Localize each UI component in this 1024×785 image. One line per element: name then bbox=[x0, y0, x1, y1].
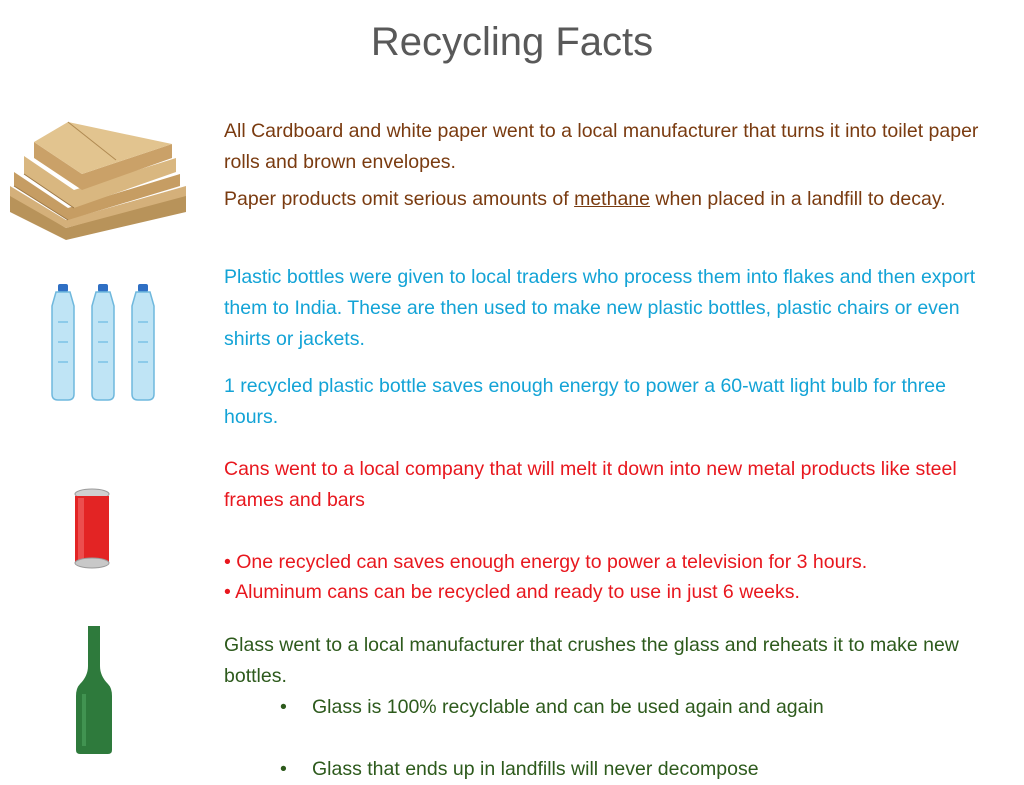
plastic-paragraph: Plastic bottles were given to local trad… bbox=[224, 266, 976, 350]
methane-link[interactable]: methane bbox=[574, 188, 650, 210]
plastic-energy-paragraph: 1 recycled plastic bottle saves enough e… bbox=[224, 375, 946, 428]
glass-bottle-image bbox=[76, 626, 112, 754]
bullet-dot: • bbox=[280, 696, 287, 718]
glass-bullet-text: Glass is 100% recyclable and can be used… bbox=[312, 696, 824, 718]
glass-bullet-1: • Glass is 100% recyclable and can be us… bbox=[224, 692, 1012, 723]
glass-paragraph: Glass went to a local manufacturer that … bbox=[224, 634, 959, 687]
slide-title: Recycling Facts bbox=[370, 20, 654, 64]
cardboard-paragraph: All Cardboard and white paper went to a … bbox=[224, 120, 979, 173]
glass-bullet-text: Glass that ends up in landfills will nev… bbox=[312, 758, 759, 780]
bullet-dot: • bbox=[280, 758, 287, 780]
plastic-bottles-image bbox=[51, 284, 155, 401]
methane-text-pre: Paper products omit serious amounts of bbox=[224, 188, 575, 210]
cans-paragraph: Cans went to a local company that will m… bbox=[224, 458, 957, 511]
methane-paragraph: Paper products omit serious amounts of m… bbox=[224, 184, 984, 215]
soda-can-image bbox=[74, 488, 110, 569]
cans-bullet-2: • Aluminum cans can be recycled and read… bbox=[224, 581, 800, 603]
methane-text-post: when placed in a landfill to decay. bbox=[649, 188, 946, 210]
cans-bullet-1: • One recycled can saves enough energy t… bbox=[224, 551, 868, 573]
cardboard-stack-image bbox=[10, 121, 186, 240]
glass-bullet-2: • Glass that ends up in landfills will n… bbox=[224, 754, 1012, 785]
